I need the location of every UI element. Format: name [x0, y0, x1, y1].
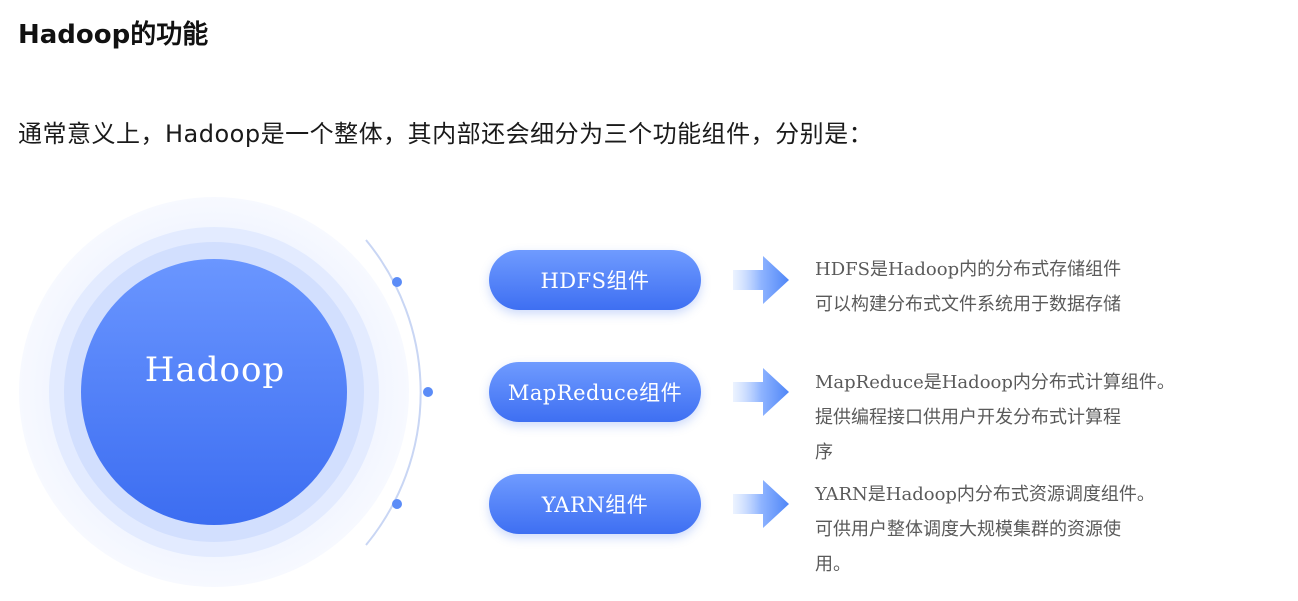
yarn-component-pill: YARN组件	[489, 474, 701, 534]
hdfs-desc-line: 可以构建分布式文件系统用于数据存储	[815, 294, 1121, 315]
arrow-right-icon	[733, 256, 789, 304]
hdfs-component-pill: HDFS组件	[489, 250, 701, 310]
arrow-right-icon	[733, 368, 789, 416]
arc-dot-hdfs	[392, 277, 402, 287]
hadoop-center-label: Hadoop	[144, 350, 286, 390]
arc-dot-mapreduce	[423, 387, 433, 397]
mapreduce-component-pill: MapReduce组件	[489, 362, 701, 422]
connector-arc	[365, 239, 422, 546]
mapreduce-desc-line: MapReduce是Hadoop内分布式计算组件。	[815, 372, 1175, 393]
yarn-desc-line: YARN是Hadoop内分布式资源调度组件。	[815, 484, 1155, 505]
arrow-right-icon	[733, 480, 789, 528]
intro-text: 通常意义上，Hadoop是一个整体，其内部还会细分为三个功能组件，分别是：	[18, 120, 874, 148]
hdfs-description: HDFS是Hadoop内的分布式存储组件 可以构建分布式文件系统用于数据存储	[815, 252, 1175, 322]
yarn-description: YARN是Hadoop内分布式资源调度组件。 可供用户整体调度大规模集群的资源使…	[815, 477, 1175, 582]
mapreduce-desc-line: 提供编程接口供用户开发分布式计算程	[815, 407, 1121, 428]
arc-dot-yarn	[392, 499, 402, 509]
yarn-desc-line: 可供用户整体调度大规模集群的资源使	[815, 519, 1121, 540]
mapreduce-desc-line: 序	[815, 442, 833, 463]
yarn-desc-line: 用。	[815, 554, 851, 575]
hadoop-core-circle	[81, 259, 347, 525]
hdfs-desc-line: HDFS是Hadoop内的分布式存储组件	[815, 259, 1122, 280]
mapreduce-description: MapReduce是Hadoop内分布式计算组件。 提供编程接口供用户开发分布式…	[815, 365, 1175, 470]
page-title: Hadoop的功能	[18, 20, 209, 50]
